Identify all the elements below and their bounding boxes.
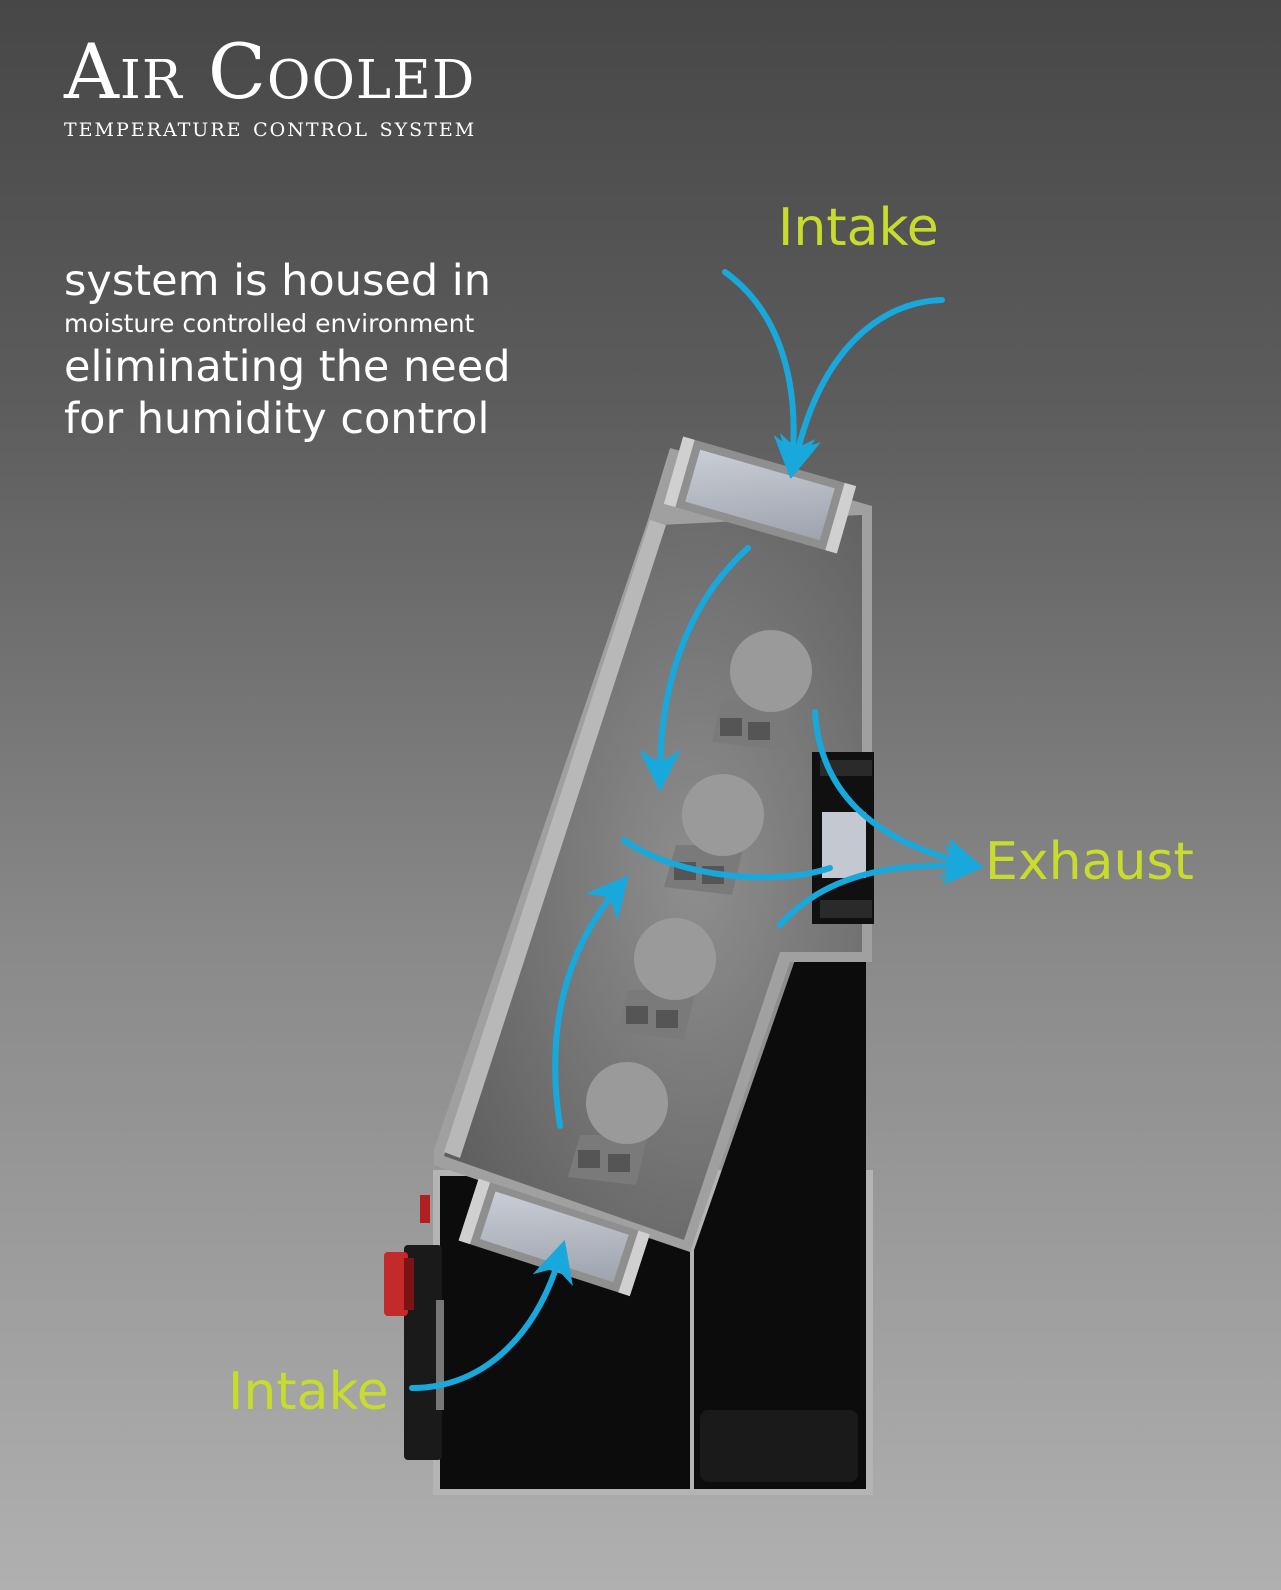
label-intake-top: Intake [778,198,939,258]
cooling-module-2 [664,774,764,895]
arrow-intake-top-left [722,269,816,479]
page-subtitle: TEMPERATURE CONTROL SYSTEM [64,112,477,143]
description-line-2: moisture controlled environment [64,309,475,338]
label-exhaust: Exhaust [985,832,1194,892]
arrow-intake-bottom [409,1239,573,1391]
title-block: Air Cooled TEMPERATURE CONTROL SYSTEM [64,27,477,144]
arrow-internal-down [639,545,751,792]
arrow-exhaust-lower [621,837,833,881]
cooling-module-4 [568,1062,668,1185]
cooling-module-1 [712,630,812,750]
airflow-arrows [409,269,985,1391]
description-line-3: eliminating the need [64,342,511,392]
exhaust-fan [812,752,874,924]
arrow-internal-up [552,875,629,1129]
bottom-intake-fan [458,1178,650,1297]
arrow-exhaust-bottom [777,843,985,928]
label-intake-bottom: Intake [228,1362,389,1422]
side-rail [444,520,666,1158]
red-indicator-light [384,1195,430,1316]
page-title: Air Cooled [64,27,476,116]
arrow-exhaust-upper [812,709,985,879]
description-block: system is housed in moisture controlled … [64,255,511,445]
top-intake-fan [663,436,857,554]
cooling-module-3 [616,918,716,1040]
description-line-1: system is housed in [64,256,491,306]
arrow-intake-top-right [780,297,945,479]
description-line-4: for humidity control [64,394,490,444]
